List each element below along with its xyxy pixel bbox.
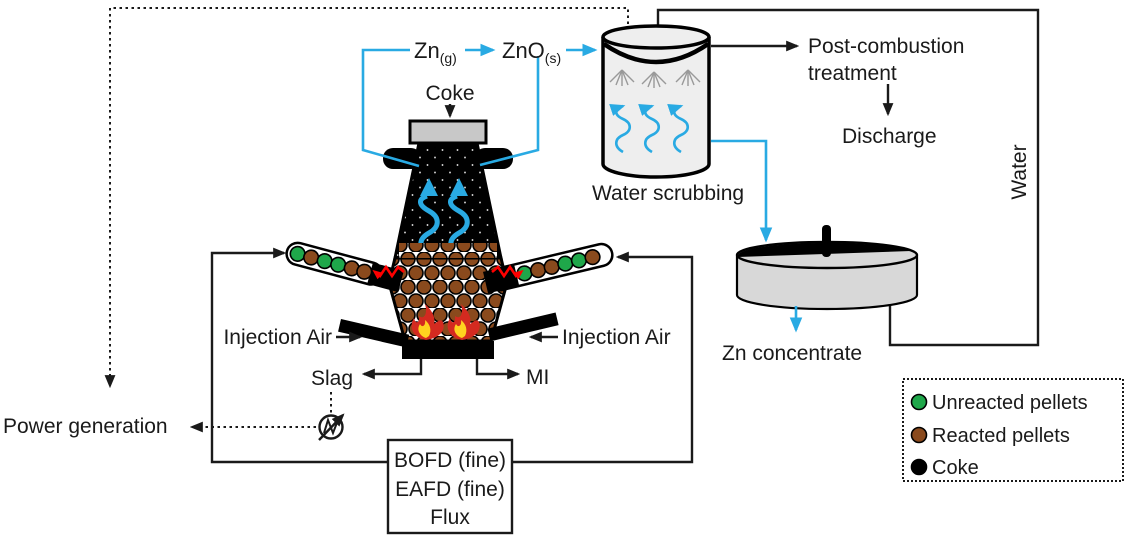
legend: Unreacted pellets Reacted pellets Coke: [902, 378, 1124, 482]
legend-label-coke: Coke: [932, 457, 979, 479]
thickener-body: [735, 255, 919, 311]
thickener-stirrer: [822, 225, 831, 257]
feed-line-right: [512, 251, 694, 464]
injection-air-left-label: Injection Air: [223, 326, 332, 349]
feed-tube-right: [482, 242, 614, 294]
legend-dot-reacted: [910, 426, 928, 444]
power-generation-label: Power generation: [3, 415, 168, 438]
feed-line-left: [210, 247, 388, 464]
zno-label: ZnO(s): [502, 38, 561, 66]
feed-box-line-3: Flux: [430, 506, 470, 529]
injection-pipe-right: [487, 312, 559, 342]
scrubber-top: [601, 24, 711, 50]
zn-gas-line-left: [361, 48, 420, 168]
offgas-heat-dotted-line: [104, 7, 629, 389]
mi-label: MI: [526, 366, 549, 389]
feed-tube-left: [285, 241, 404, 293]
discharge-label: Discharge: [842, 125, 937, 148]
shaft-furnace: [338, 104, 559, 380]
feed-box-line-1: BOFD (fine): [394, 449, 506, 472]
water-recycle-line: [652, 8, 1040, 347]
water-scrubber: [601, 24, 711, 179]
legend-dot-coke: [910, 458, 928, 476]
pellet-top-row: [399, 243, 497, 258]
slag-outlet-arrow: [361, 359, 423, 380]
furnace-cap: [408, 119, 488, 145]
coke-feed-label: Coke: [425, 82, 474, 105]
legend-label-unreacted: Unreacted pellets: [932, 392, 1088, 414]
scrubber-body: [601, 37, 711, 179]
flame-icon: [411, 304, 480, 340]
injection-air-right-label: Injection Air: [562, 326, 671, 349]
heat-wave-arrows: [372, 264, 524, 280]
thickener: [735, 225, 919, 311]
slag-label: Slag: [311, 367, 353, 390]
water-scrubbing-label: Water scrubbing: [592, 182, 744, 205]
generator-icon: [318, 413, 345, 441]
legend-label-reacted: Reacted pellets: [932, 425, 1070, 447]
steam-spiral-arrows: [609, 104, 690, 154]
legend-box: [902, 378, 1124, 482]
mi-outlet-arrow: [475, 359, 521, 380]
furnace-base: [402, 341, 494, 359]
feed-box: BOFD (fine) EAFD (fine) Flux: [386, 438, 514, 535]
water-label: Water: [1008, 144, 1031, 199]
injection-pipe-left: [338, 319, 410, 348]
spray-nozzles-icon: [609, 69, 701, 88]
legend-dot-unreacted: [910, 393, 928, 411]
scrubber-liquid-arc: [602, 42, 710, 65]
zn-gas-label: Zn(g): [414, 38, 457, 66]
slurry-to-thickener-line: [711, 139, 773, 243]
zn-gas-line-right: [479, 56, 540, 167]
feed-box-line-2: EAFD (fine): [395, 478, 505, 501]
zn-concentrate-label: Zn concentrate: [722, 342, 862, 365]
